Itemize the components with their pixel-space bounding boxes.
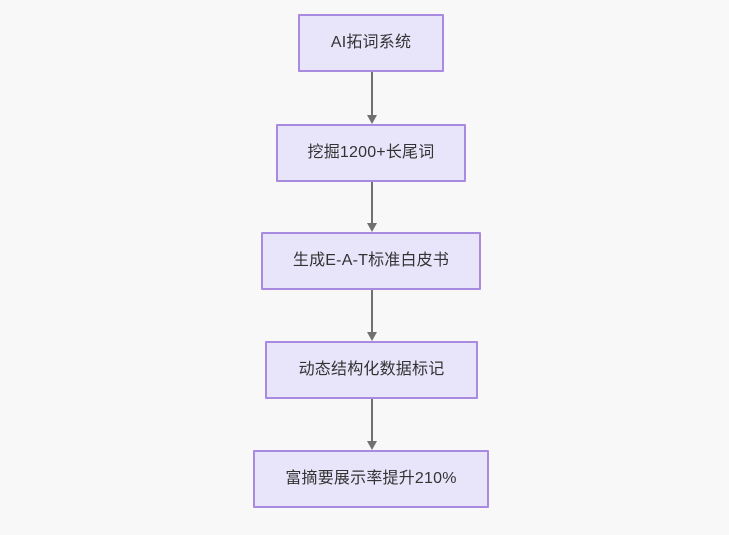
- edge-line: [371, 399, 373, 442]
- arrowhead-icon: [367, 223, 377, 232]
- flow-node-rich-snippet-impression-uplift[interactable]: 富摘要展示率提升210%: [253, 450, 489, 508]
- flow-node-mine-longtail-keywords[interactable]: 挖掘1200+长尾词: [276, 124, 466, 182]
- flow-node-label: 富摘要展示率提升210%: [285, 470, 457, 487]
- edge-line: [371, 72, 373, 116]
- flow-node-label: AI拓词系统: [330, 34, 412, 51]
- edge-line: [371, 290, 373, 333]
- flow-node-dynamic-structured-data-markup[interactable]: 动态结构化数据标记: [265, 341, 478, 399]
- arrowhead-icon: [367, 115, 377, 124]
- flow-node-label: 生成E-A-T标准白皮书: [292, 252, 450, 269]
- flow-node-ai-keyword-system[interactable]: AI拓词系统: [298, 14, 444, 72]
- flow-node-label: 挖掘1200+长尾词: [307, 144, 435, 161]
- flow-node-label: 动态结构化数据标记: [298, 361, 445, 378]
- edge-line: [371, 182, 373, 224]
- arrowhead-icon: [367, 332, 377, 341]
- flow-node-generate-eat-whitepaper[interactable]: 生成E-A-T标准白皮书: [261, 232, 481, 290]
- arrowhead-icon: [367, 441, 377, 450]
